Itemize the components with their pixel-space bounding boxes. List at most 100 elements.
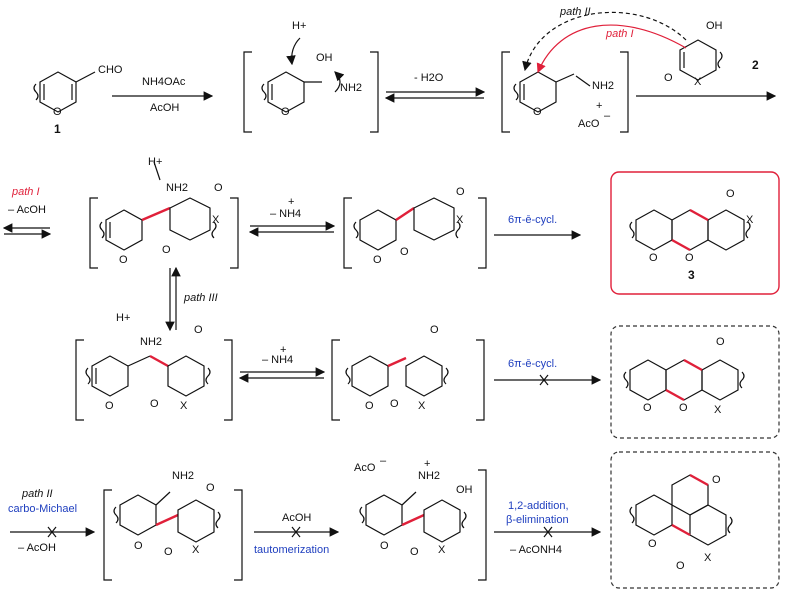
blocked-1-o2: O (679, 402, 688, 414)
ring-oxygen: O (53, 106, 62, 118)
blocked-2-carbonyl-o: O (676, 560, 685, 572)
enol-intermediate (359, 491, 467, 543)
path-ii-label-left: path II (22, 488, 53, 500)
reagent-acoh-2: AcOH (282, 512, 312, 524)
adduct-path-iii (85, 354, 211, 397)
blocked-product-2-structure (629, 473, 733, 546)
reagent-ammonium-loss-1: – NH4 (270, 208, 302, 220)
reagent-water-loss: - H2O (414, 72, 444, 84)
heteroatom-x-1: X (212, 214, 220, 226)
reagent-acoh-loss: – AcOH (8, 204, 46, 216)
compound-2-oh: OH (706, 20, 723, 32)
ammonium-plus-1: + (288, 196, 295, 208)
compound-3-label: 3 (688, 268, 695, 282)
compound-2-o: O (664, 72, 673, 84)
acetate-minus-1: – (604, 110, 611, 122)
product-3-o2: O (685, 252, 694, 264)
iminium-plus: + (596, 100, 603, 112)
acetate-label-1: AcO (578, 118, 600, 130)
ring-oxygen-4: O (119, 254, 128, 266)
product-3-structure (629, 208, 751, 252)
heteroatom-x-5: X (192, 544, 200, 556)
carbonyl-o-7: O (430, 324, 439, 336)
carbonyl-o-9: O (206, 482, 215, 494)
ammonium-plus-2: + (280, 344, 287, 356)
product-3-o1: O (649, 252, 658, 264)
carbonyl-o-10: O (164, 546, 173, 558)
reagent-carbo-michael: carbo-Michael (8, 503, 78, 515)
iminium-intermediate (513, 71, 591, 113)
blocked-2-ring-o: O (712, 474, 721, 486)
michael-adduct (113, 491, 221, 543)
blocked-1-x: X (714, 404, 722, 416)
carbonyl-o-5: O (194, 324, 203, 336)
ring-oxygen-8: O (134, 540, 143, 552)
dienone-path-iii (345, 355, 449, 397)
compound-1-label: 1 (54, 122, 61, 136)
reagent-acoh: AcOH (150, 102, 180, 114)
reagent-cyclization-1: 6π-ē-cycl. (508, 214, 558, 226)
ring-oxygen-6: O (105, 400, 114, 412)
amine-label-3: NH2 (140, 336, 163, 348)
ring-oxygen-9: O (380, 540, 389, 552)
reagent-aconh4-loss: – AcONH4 (510, 544, 562, 556)
blocked-1-o1: O (643, 402, 652, 414)
blocked-2-x: X (704, 552, 712, 564)
path-i-label-top: path I (606, 28, 634, 40)
heteroatom-x-4: X (418, 400, 426, 412)
enamine-nh2: NH2 (172, 470, 195, 482)
path-ii-label-top: path II (560, 6, 591, 18)
carbonyl-o-8: O (390, 398, 399, 410)
heteroatom-x-6: X (438, 544, 446, 556)
carbonyl-o-6: O (150, 398, 159, 410)
product-3-carbonyl-o: O (726, 188, 735, 200)
acetate-minus-2: – (380, 455, 387, 467)
acetate-label-2: AcO (354, 462, 376, 474)
ring-oxygen-7: O (365, 400, 374, 412)
heteroatom-x-3: X (180, 400, 188, 412)
dienone-intermediate (353, 197, 461, 251)
blocked-2-o1: O (648, 538, 657, 550)
reagent-acoh-loss-2: – AcOH (18, 542, 56, 554)
reagent-cyclization-2: 6π-ē-cycl. (508, 358, 558, 370)
blocked-product-box-1 (610, 325, 780, 439)
carbonyl-o-3: O (456, 186, 465, 198)
reagent-elimination: β-elimination (506, 514, 569, 526)
reagent-nh4oac: NH4OAc (142, 76, 186, 88)
proton-label-1: H+ (292, 20, 307, 32)
blocked-product-box-2 (610, 451, 780, 589)
carbonyl-o-2: O (162, 244, 171, 256)
ring-oxygen-2: O (281, 106, 290, 118)
product-3-x: X (746, 214, 754, 226)
ring-oxygen-5: O (373, 254, 382, 266)
product-3-box (610, 171, 780, 295)
carbonyl-o-11: O (410, 546, 419, 558)
intermediate-hemiaminal (261, 37, 345, 113)
compound-1-structure (33, 71, 96, 113)
proton-label-2: H+ (148, 156, 163, 168)
iminium-plus-2: + (424, 458, 431, 470)
proton-label-3: H+ (116, 312, 131, 324)
reagent-addition: 1,2-addition, (508, 500, 569, 512)
compound-2-label: 2 (752, 58, 759, 72)
blocked-marks (47, 374, 553, 538)
reagent-tautomerization: tautomerization (254, 544, 330, 556)
cho-group: CHO (98, 64, 123, 76)
path-iii-label: path III (184, 292, 218, 304)
adduct-path-i (99, 161, 217, 251)
amine-label-2: NH2 (166, 182, 189, 194)
amine-label-1: NH2 (340, 82, 363, 94)
iminium-nh2-2: NH2 (418, 470, 441, 482)
heteroatom-x-2: X (456, 214, 464, 226)
path-i-label-left: path I (12, 186, 40, 198)
compound-2-structure (679, 39, 723, 81)
carbonyl-o-4: O (400, 246, 409, 258)
iminium-nh2: NH2 (592, 80, 615, 92)
carbonyl-o-1: O (214, 182, 223, 194)
enol-oh: OH (456, 484, 473, 496)
hydroxyl-label: OH (316, 52, 333, 64)
ring-oxygen-3: O (533, 106, 542, 118)
blocked-product-1-structure (623, 358, 745, 402)
